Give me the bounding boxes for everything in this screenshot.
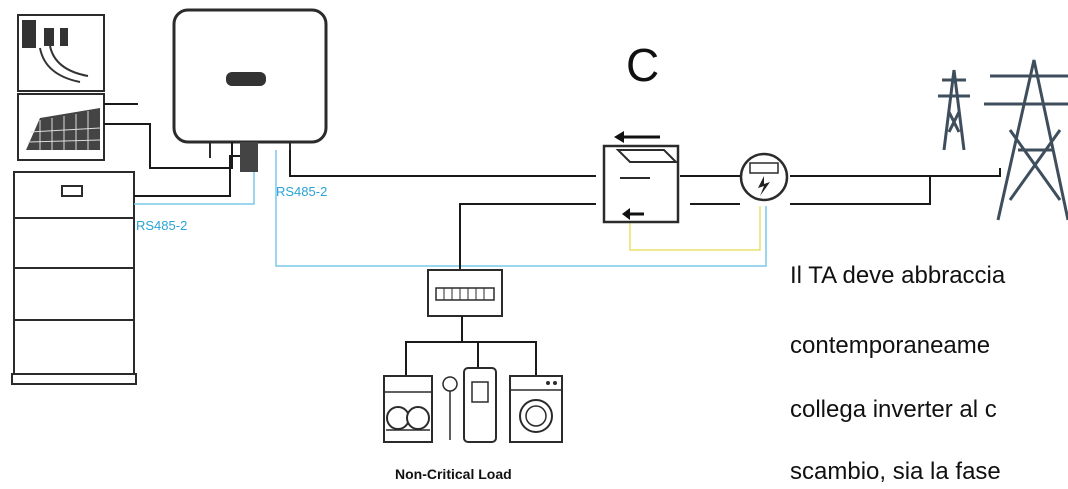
note-line: Il TA deve abbraccia <box>790 262 1006 289</box>
grid-feeder <box>459 168 1001 270</box>
dc-cables <box>104 103 596 197</box>
rs485-cables <box>134 150 767 267</box>
water-heater-icon <box>442 367 497 443</box>
battery-icon <box>11 171 137 385</box>
note-line: contemporaneame <box>790 332 991 359</box>
dishwasher-icon <box>383 375 433 443</box>
solar-panel-icon <box>17 14 105 161</box>
load-cables <box>405 316 537 376</box>
rs485-inverter-label: RS485-2 <box>276 184 328 199</box>
distribution-board-icon <box>427 269 503 317</box>
ct-signal-cable <box>629 206 761 251</box>
washing-machine-icon <box>509 375 563 443</box>
note-line: scambio, sia la fase <box>790 458 1001 485</box>
current-transformer-icon <box>602 131 680 224</box>
non-critical-load-label: Non-Critical Load <box>395 466 512 482</box>
transmission-tower-icon <box>938 59 1068 221</box>
rs485-battery-label: RS485-2 <box>136 218 188 233</box>
note-line: collega inverter al c <box>790 396 997 423</box>
energy-meter-icon <box>739 152 789 202</box>
section-letter: C <box>626 39 660 91</box>
inverter-icon <box>172 8 328 172</box>
